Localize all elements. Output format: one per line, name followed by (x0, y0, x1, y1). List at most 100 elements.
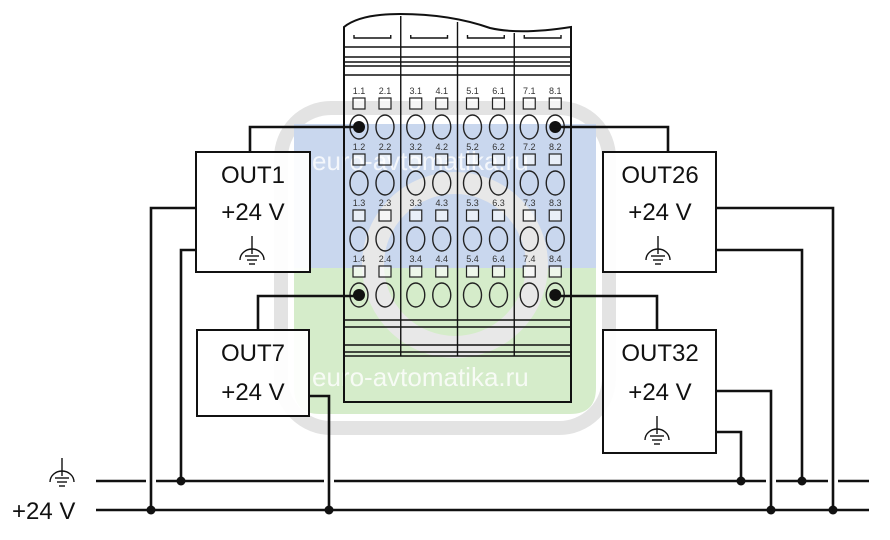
terminal-label: 8.1 (549, 86, 562, 96)
ground-icon (644, 416, 670, 445)
terminal-led (409, 265, 423, 278)
terminal-socket[interactable] (375, 282, 395, 308)
terminal-connection-dot (353, 289, 365, 301)
junction-dot (766, 505, 776, 515)
wires (96, 125, 869, 515)
terminal-led (409, 97, 423, 110)
terminal-led (491, 97, 506, 110)
terminal-socket[interactable] (519, 226, 539, 252)
terminal-led (465, 97, 480, 110)
terminal-led (352, 265, 366, 278)
terminal-label: 7.3 (523, 198, 536, 208)
terminal-led (435, 153, 449, 166)
terminal-label: 8.2 (549, 142, 562, 152)
output-name: OUT32 (621, 340, 698, 367)
terminal-socket[interactable] (375, 170, 395, 196)
terminal-led (352, 97, 366, 110)
terminal-socket[interactable] (488, 226, 509, 252)
output-voltage: +24 V (221, 379, 284, 406)
terminal-socket[interactable] (406, 114, 426, 140)
terminal-label: 5.2 (466, 142, 479, 152)
output-box-out1: OUT1 +24 V (195, 151, 311, 273)
terminal-led (378, 153, 392, 166)
terminal-socket[interactable] (519, 170, 539, 196)
terminal-label: 5.1 (466, 86, 479, 96)
terminal-led (548, 265, 562, 278)
terminal-socket[interactable] (462, 114, 483, 140)
terminal-socket[interactable] (432, 114, 452, 140)
terminal-connection-dot (353, 121, 365, 133)
wire-out1-ground (179, 248, 196, 481)
terminal-label: 8.3 (549, 198, 562, 208)
terminal-led (465, 209, 480, 222)
watermark-center-circle (362, 172, 548, 358)
terminal-socket[interactable] (406, 226, 426, 252)
junction-dot (797, 476, 807, 486)
terminal-socket[interactable] (462, 282, 483, 308)
output-voltage: +24 V (221, 199, 284, 226)
terminal-socket[interactable] (545, 170, 565, 196)
terminal-label: 3.4 (409, 254, 422, 264)
terminal-socket[interactable] (545, 226, 565, 252)
output-box-out7: OUT7 +24 V (196, 329, 310, 417)
supply-bus-label: +24 V (12, 498, 75, 525)
terminal-led (378, 265, 392, 278)
output-voltage: +24 V (628, 379, 691, 406)
terminal-socket[interactable] (462, 170, 483, 196)
ground-bus-label (49, 458, 75, 487)
terminal-label: 6.1 (492, 86, 505, 96)
terminal-label: 2.2 (379, 142, 392, 152)
terminal-socket[interactable] (519, 282, 539, 308)
terminal-socket[interactable] (432, 226, 452, 252)
terminal-socket[interactable] (349, 226, 369, 252)
wire-out32-supply (716, 389, 773, 510)
terminal-socket[interactable] (406, 170, 426, 196)
terminal-socket[interactable] (432, 170, 452, 196)
terminal-led (548, 153, 562, 166)
wire-out26-signal (553, 125, 670, 152)
terminal-label: 4.2 (435, 142, 448, 152)
junction-dot (146, 505, 156, 515)
terminal-socket[interactable] (462, 226, 483, 252)
terminal-led (378, 209, 392, 222)
terminal-label: 7.2 (523, 142, 536, 152)
terminal-label: 8.4 (549, 254, 562, 264)
terminal-socket[interactable] (488, 282, 509, 308)
terminal-label: 1.4 (353, 254, 366, 264)
terminal-socket[interactable] (406, 282, 426, 308)
terminal-socket[interactable] (349, 170, 369, 196)
terminal-label: 6.3 (492, 198, 505, 208)
ground-icon (49, 458, 75, 487)
junction-dot (736, 476, 746, 486)
terminal-label: 3.3 (409, 198, 422, 208)
wire-out32-signal (553, 294, 659, 330)
terminal-label: 4.3 (435, 198, 448, 208)
terminal-led (522, 153, 536, 166)
wire-out7-supply (309, 394, 331, 510)
terminal-label: 2.1 (379, 86, 392, 96)
terminal-socket[interactable] (519, 114, 539, 140)
terminal-socket[interactable] (488, 114, 509, 140)
terminal-led (352, 209, 366, 222)
terminal-led (522, 209, 536, 222)
slice-bracket (523, 35, 562, 39)
terminal-label: 2.3 (379, 198, 392, 208)
terminal-label: 7.1 (523, 86, 536, 96)
terminal-led (491, 265, 506, 278)
output-voltage: +24 V (628, 199, 691, 226)
output-name: OUT7 (221, 340, 285, 367)
output-box-out32: OUT32 +24 V (602, 329, 717, 454)
terminal-socket[interactable] (432, 282, 452, 308)
output-name: OUT26 (621, 162, 698, 189)
junction-dot (828, 505, 838, 515)
terminal-socket[interactable] (488, 170, 509, 196)
terminal-socket[interactable] (375, 114, 395, 140)
terminal-label: 1.2 (353, 142, 366, 152)
terminal-socket[interactable] (375, 226, 395, 252)
slice-bracket (466, 35, 505, 39)
terminal-led (435, 97, 449, 110)
wire-out7-signal (256, 294, 358, 330)
terminal-label: 5.4 (466, 254, 479, 264)
terminal-led (548, 209, 562, 222)
